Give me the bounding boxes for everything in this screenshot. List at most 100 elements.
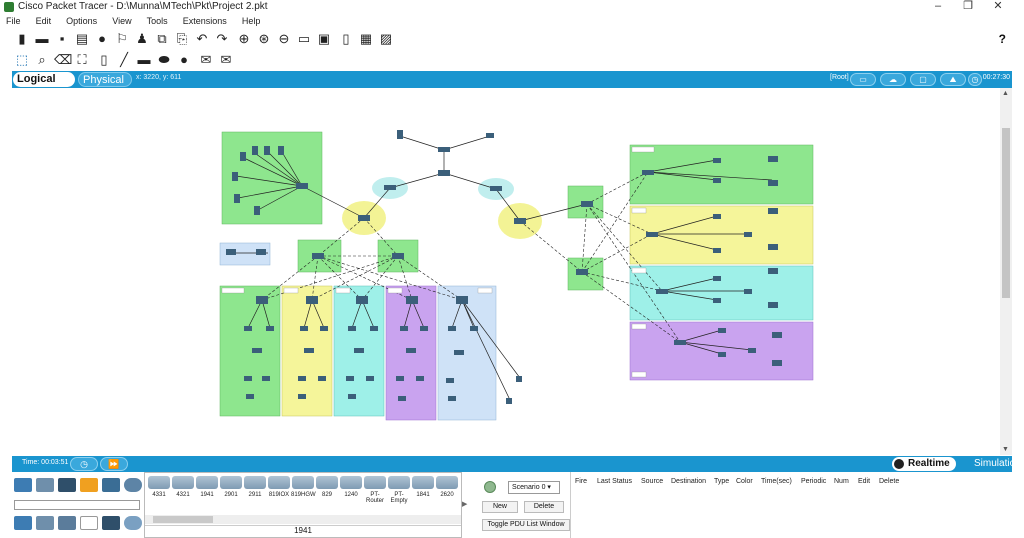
model-item[interactable]: 4331: [147, 476, 171, 498]
menu-options[interactable]: Options: [66, 16, 98, 26]
fast-forward-time-button[interactable]: ⏩: [100, 457, 128, 471]
model-item[interactable]: 819IOX: [267, 476, 291, 498]
zoom-reset-icon[interactable]: ⊛: [258, 31, 270, 46]
minimize-button[interactable]: –: [934, 0, 942, 12]
realtime-mode-button[interactable]: Realtime: [892, 457, 956, 471]
custom-device-icon[interactable]: ▣: [317, 31, 331, 46]
switches-icon[interactable]: [36, 516, 54, 530]
scenario-select[interactable]: Scenario 0 ▾: [508, 481, 560, 494]
connections-icon[interactable]: [80, 478, 98, 492]
components-icon[interactable]: [58, 478, 76, 492]
redo-icon[interactable]: ↷: [216, 31, 228, 46]
model-item[interactable]: 1240: [339, 476, 363, 498]
pc-icon: [300, 326, 308, 331]
drawing-palette-icon[interactable]: ▭: [297, 31, 311, 46]
power-cycle-devices-button[interactable]: ◷: [70, 457, 98, 471]
draw-line-icon[interactable]: ╱: [120, 52, 128, 67]
miscellaneous-icon[interactable]: [102, 478, 120, 492]
pc-icon: [348, 326, 356, 331]
image-icon[interactable]: ▨: [379, 31, 393, 46]
model-item[interactable]: 2620: [435, 476, 459, 498]
multiuser-connection-icon[interactable]: [124, 478, 142, 492]
zoom-out-icon[interactable]: ⊖: [278, 31, 290, 46]
menu-edit[interactable]: Edit: [35, 16, 52, 26]
model-item[interactable]: 819HGW: [291, 476, 316, 498]
menu-tools[interactable]: Tools: [146, 16, 168, 26]
menu-help[interactable]: Help: [241, 16, 261, 26]
scroll-up-icon[interactable]: ▲: [1002, 90, 1009, 97]
model-item[interactable]: 829: [315, 476, 339, 498]
canvas-vertical-scrollbar[interactable]: ▲ ▼: [1000, 88, 1012, 455]
scroll-thumb[interactable]: [1002, 128, 1010, 298]
info-icon[interactable]: ●: [98, 31, 106, 46]
panel-splitter-icon[interactable]: ▶: [462, 501, 468, 508]
toggle-pdu-list-button[interactable]: Toggle PDU List Window: [482, 519, 570, 531]
print-icon[interactable]: ▤: [75, 31, 89, 46]
inspect-icon[interactable]: ⌕: [38, 52, 46, 67]
model-item[interactable]: 4321: [171, 476, 195, 498]
add-simple-pdu-icon[interactable]: ✉: [200, 52, 212, 67]
laptop-icon: [772, 332, 782, 338]
delete-scenario-button[interactable]: Delete: [524, 501, 564, 513]
new-file-icon[interactable]: ▮: [18, 31, 26, 46]
menu-view[interactable]: View: [112, 16, 132, 26]
set-tiled-background-icon[interactable]: ▢: [910, 73, 936, 86]
model-horizontal-scrollbar[interactable]: [145, 515, 461, 524]
logical-workspace-canvas[interactable]: [12, 88, 1000, 455]
root-breadcrumb[interactable]: [Root]: [830, 74, 849, 81]
landscape-icon[interactable]: ⛰: [940, 73, 966, 86]
select-icon[interactable]: ⬚: [15, 52, 29, 67]
hubs-icon[interactable]: [58, 516, 76, 530]
copy-icon[interactable]: ⧉: [157, 31, 167, 46]
router-model-icon: [172, 476, 194, 489]
tab-physical[interactable]: Physical: [78, 72, 132, 87]
activity-wizard-icon[interactable]: ♟: [136, 31, 148, 46]
model-item[interactable]: 1941: [195, 476, 219, 498]
delete-icon[interactable]: ⌫: [54, 52, 73, 67]
new-scenario-button[interactable]: New: [482, 501, 518, 513]
tab-logical[interactable]: Logical: [13, 72, 75, 87]
laptop-icon: [768, 244, 778, 250]
device-search-input[interactable]: [14, 500, 140, 510]
laptop-icon: [768, 180, 778, 186]
environment-icon[interactable]: ☁: [880, 73, 906, 86]
model-item[interactable]: PT-Router: [363, 476, 387, 504]
menu-file[interactable]: File: [6, 16, 21, 26]
freeform-icon[interactable]: ●: [180, 52, 188, 67]
open-folder-icon[interactable]: ▬: [35, 31, 49, 46]
column-header: Num: [834, 478, 849, 485]
routers-icon[interactable]: [14, 516, 32, 530]
model-item[interactable]: 2901: [219, 476, 243, 498]
security-icon[interactable]: [102, 516, 120, 530]
scroll-down-icon[interactable]: ▼: [1002, 446, 1009, 453]
zoom-in-icon[interactable]: ⊕: [238, 31, 250, 46]
help-icon[interactable]: ?: [998, 32, 1006, 46]
time-bar: Time: 00:03:51 ◷ ⏩ Realtime Simulation: [12, 456, 1021, 472]
model-item[interactable]: PT-Empty: [387, 476, 411, 504]
simulation-mode-button[interactable]: Simulation: [960, 457, 1021, 471]
notes-icon[interactable]: ▯: [342, 31, 350, 46]
model-scroll-thumb[interactable]: [153, 516, 213, 523]
network-devices-icon[interactable]: [14, 478, 32, 492]
network-info-icon[interactable]: ⚐: [116, 31, 128, 46]
undo-icon[interactable]: ↶: [196, 31, 208, 46]
save-icon[interactable]: ▪: [59, 31, 65, 46]
paste-icon[interactable]: ⎘: [176, 31, 188, 46]
viewport-button[interactable]: ▭: [850, 73, 876, 86]
cluster-icon[interactable]: ▦: [359, 31, 373, 46]
end-devices-icon[interactable]: [36, 478, 54, 492]
menu-extensions[interactable]: Extensions: [182, 16, 227, 26]
place-note-icon[interactable]: ▯: [100, 52, 108, 67]
draw-ellipse-icon[interactable]: ⬬: [158, 52, 170, 67]
close-button[interactable]: ✕: [993, 0, 1003, 12]
resize-icon[interactable]: ⛶: [77, 52, 87, 67]
model-item[interactable]: 2911: [243, 476, 267, 498]
wan-emulation-icon[interactable]: [124, 516, 142, 530]
draw-rectangle-icon[interactable]: ▬: [137, 52, 151, 67]
add-complex-pdu-icon[interactable]: ✉: [220, 52, 232, 67]
maximize-button[interactable]: ❐: [963, 0, 973, 12]
column-header: Color: [736, 478, 753, 485]
wireless-devices-icon[interactable]: [80, 516, 98, 530]
model-item[interactable]: 1841: [411, 476, 435, 498]
column-header: Type: [714, 478, 730, 485]
